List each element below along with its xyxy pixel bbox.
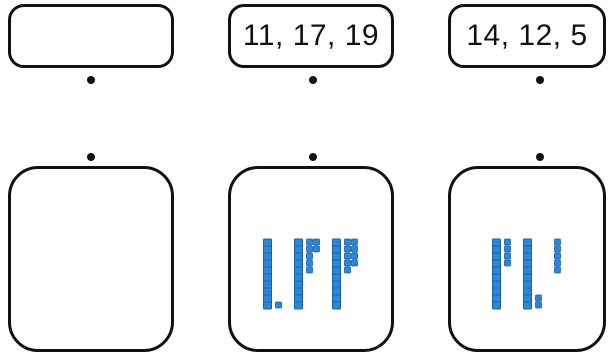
unit-cube	[313, 245, 320, 253]
unit-cube	[535, 294, 542, 302]
connector-dot-bottom-2	[309, 153, 317, 161]
unit-cube	[313, 238, 320, 246]
unit-cube	[344, 245, 351, 253]
connector-dot-bottom-3	[536, 153, 544, 161]
base-ten-card-3[interactable]	[448, 166, 606, 352]
connector-dot-bottom-1	[87, 153, 95, 161]
blocks-svg	[263, 238, 358, 310]
base-ten-card-1[interactable]	[8, 166, 174, 352]
unit-cube	[351, 245, 358, 253]
unit-cube	[344, 259, 351, 267]
unit-cube	[535, 301, 542, 309]
base-ten-blocks-2	[231, 169, 391, 349]
unit-cube	[504, 238, 511, 246]
unit-cube	[306, 245, 313, 253]
unit-cube	[554, 245, 561, 253]
number-label-text-2: 11, 17, 19	[242, 19, 380, 52]
blocks-svg	[11, 169, 171, 349]
unit-cube	[554, 252, 561, 260]
unit-cube	[306, 252, 313, 260]
unit-cube	[344, 266, 351, 274]
number-label-box-3[interactable]: 14, 12, 5	[448, 4, 606, 68]
base-ten-card-2[interactable]	[228, 166, 394, 352]
unit-cube	[554, 259, 561, 267]
unit-cube	[306, 238, 313, 246]
number-label-box-2[interactable]: 11, 17, 19	[228, 4, 394, 68]
connector-dot-top-2	[309, 76, 317, 84]
unit-cube	[351, 259, 358, 267]
unit-cube	[306, 266, 313, 274]
unit-cube	[554, 238, 561, 246]
unit-cube	[344, 252, 351, 260]
number-label-box-1[interactable]	[8, 4, 174, 68]
unit-cube	[344, 238, 351, 246]
base-ten-blocks-3	[451, 169, 603, 349]
unit-cube	[351, 252, 358, 260]
unit-cube	[504, 259, 511, 267]
unit-cube	[351, 238, 358, 246]
connector-dot-top-1	[87, 76, 95, 84]
unit-cube	[306, 259, 313, 267]
connector-dot-top-3	[536, 76, 544, 84]
blocks-svg	[492, 238, 561, 310]
number-label-text-3: 14, 12, 5	[466, 19, 588, 52]
base-ten-blocks-1	[11, 169, 171, 349]
unit-cube	[504, 245, 511, 253]
unit-cube	[275, 301, 282, 309]
unit-cube	[504, 252, 511, 260]
unit-cube	[554, 266, 561, 274]
